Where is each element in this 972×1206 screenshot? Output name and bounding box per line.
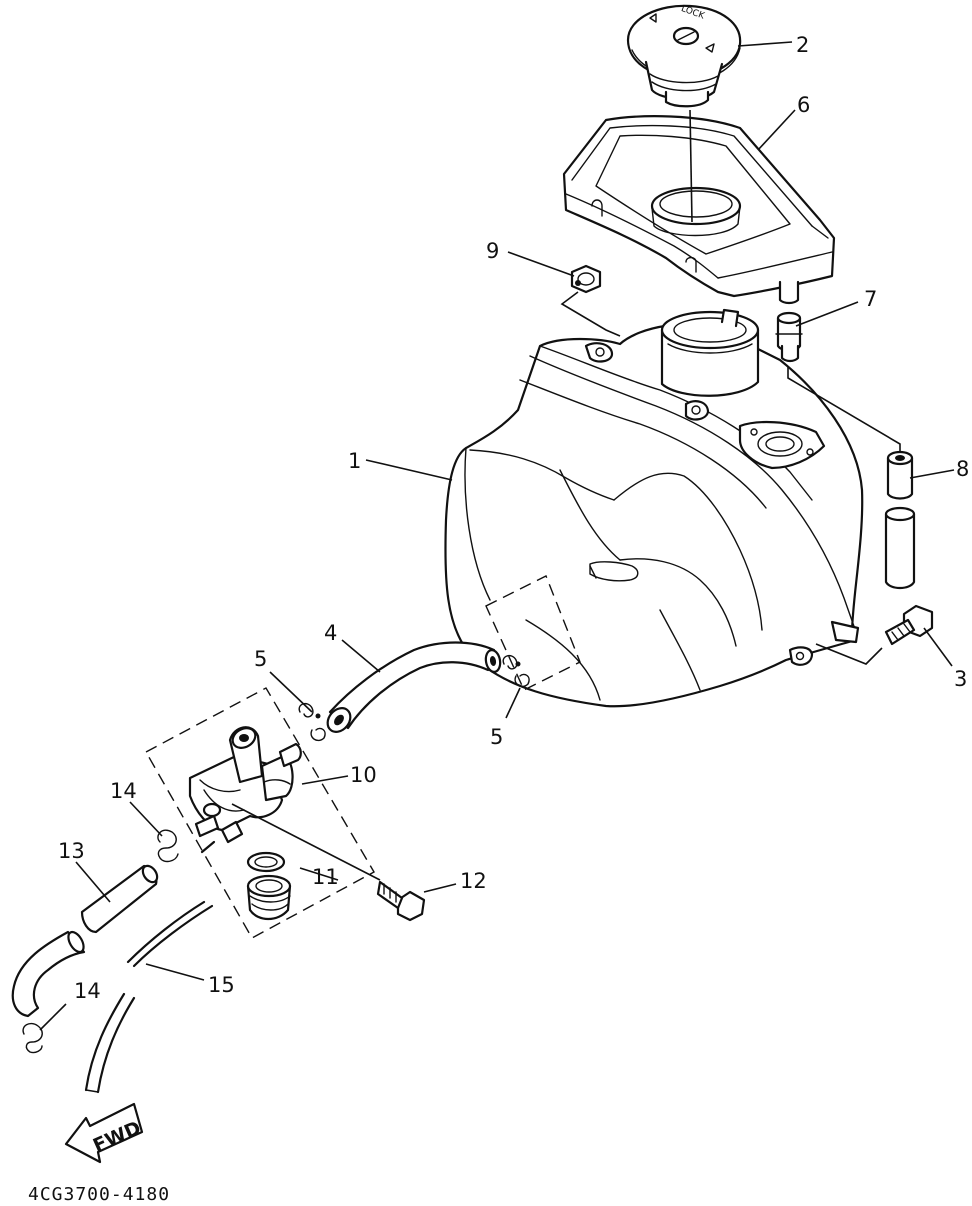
fuel-cock-dash-box	[145, 687, 375, 939]
callout-3: 3	[954, 667, 967, 691]
hose-clip-14-upper	[157, 829, 179, 863]
tank-cover	[562, 115, 836, 305]
tank-bolt	[884, 604, 934, 646]
callout-5-lower: 5	[490, 725, 503, 749]
callout-12: 12	[460, 869, 487, 893]
callout-6: 6	[797, 93, 810, 117]
drain-hose-15	[84, 840, 216, 1094]
nut	[570, 264, 602, 294]
hose-clip-upper	[502, 654, 530, 688]
callout-5-upper: 5	[254, 647, 267, 671]
breather-hose	[884, 450, 916, 590]
callout-10: 10	[350, 763, 377, 787]
fuel-cock	[188, 726, 302, 844]
hose-clip-14-lower	[22, 1022, 43, 1054]
drain-hose-13	[11, 864, 159, 1018]
cock-screw	[376, 880, 426, 922]
cap-alignment-line	[689, 109, 693, 223]
callout-14-upper: 14	[110, 779, 137, 803]
screw-alignment-line	[231, 803, 381, 881]
fuel-hose	[326, 641, 502, 733]
callout-leaders	[39, 41, 955, 1031]
callout-2: 2	[796, 33, 809, 57]
callout-13: 13	[58, 839, 85, 863]
gasket	[246, 851, 286, 873]
vent-fitting	[775, 311, 803, 363]
callout-9: 9	[486, 239, 499, 263]
vent-to-hose-leader	[787, 366, 901, 452]
callout-4: 4	[324, 621, 337, 645]
diagram-code: 4CG3700-4180	[28, 1184, 170, 1205]
hose-clip-lower	[298, 702, 326, 742]
callout-7: 7	[864, 287, 877, 311]
forward-direction-arrow: FWD	[64, 1102, 144, 1164]
nut-mount-leader	[560, 291, 621, 337]
callout-15: 15	[208, 973, 235, 997]
fuel-cap: LOCK	[626, 4, 742, 108]
callout-8: 8	[956, 457, 969, 481]
callout-14-lower: 14	[74, 979, 101, 1003]
callout-11: 11	[312, 865, 339, 889]
callout-1: 1	[348, 449, 361, 473]
fuel-tank	[444, 308, 864, 708]
fuel-cup	[246, 874, 292, 921]
bolt-mount-leader	[815, 643, 883, 665]
tank-outlet-dash-box	[485, 575, 581, 691]
callout-numbers: 2 6 9 7 1 8 3 4 5 5 10 11 12 14 13 15 14	[58, 33, 969, 1003]
